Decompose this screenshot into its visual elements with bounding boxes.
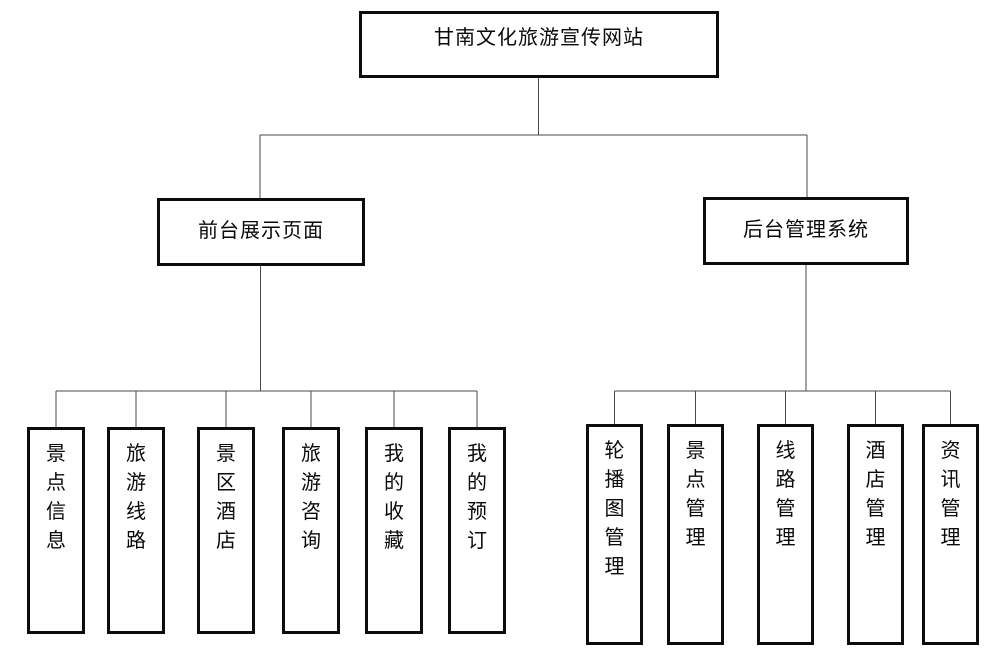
branch-frontend-label: 前台展示页面 — [198, 218, 324, 242]
leaf-scenic-mgmt-label: 景点管理 — [685, 438, 706, 549]
leaf-node-scenic-info: 景点信息 — [27, 427, 85, 634]
leaf-scenic-hotels-label: 景区酒店 — [216, 441, 236, 552]
leaf-travel-routes-label: 旅游线路 — [126, 441, 146, 552]
leaf-node-route-mgmt: 线路管理 — [757, 424, 814, 645]
leaf-scenic-info-label: 景点信息 — [46, 441, 66, 552]
leaf-travel-consult-label: 旅游咨询 — [301, 441, 321, 552]
connector-frontend-to-leaves — [55, 266, 478, 427]
connector-backend-to-leaves — [613, 265, 952, 424]
leaf-node-travel-consult: 旅游咨询 — [282, 427, 340, 634]
branch-backend-label: 后台管理系统 — [743, 217, 869, 241]
leaf-node-news-mgmt: 资讯管理 — [922, 424, 979, 645]
leaf-node-my-bookings: 我的预订 — [448, 427, 506, 634]
leaf-node-scenic-hotels: 景区酒店 — [197, 427, 255, 634]
leaf-my-favorites-label: 我的收藏 — [384, 441, 404, 552]
branch-node-backend: 后台管理系统 — [703, 197, 909, 265]
leaf-node-travel-routes: 旅游线路 — [107, 427, 165, 634]
root-node-label: 甘南文化旅游宣传网站 — [434, 25, 644, 49]
leaf-my-bookings-label: 我的预订 — [467, 441, 487, 552]
connector-root-to-branches — [259, 78, 808, 198]
leaf-route-mgmt-label: 线路管理 — [775, 438, 796, 549]
leaf-node-my-favorites: 我的收藏 — [365, 427, 423, 634]
leaf-carousel-mgmt-label: 轮播图管理 — [604, 438, 625, 578]
branch-node-frontend: 前台展示页面 — [157, 198, 365, 266]
leaf-hotel-mgmt-label: 酒店管理 — [865, 438, 886, 549]
leaf-node-scenic-mgmt: 景点管理 — [667, 424, 724, 645]
leaf-node-carousel-mgmt: 轮播图管理 — [586, 424, 643, 645]
leaf-news-mgmt-label: 资讯管理 — [940, 438, 961, 549]
root-node: 甘南文化旅游宣传网站 — [359, 11, 719, 78]
leaf-node-hotel-mgmt: 酒店管理 — [847, 424, 904, 645]
